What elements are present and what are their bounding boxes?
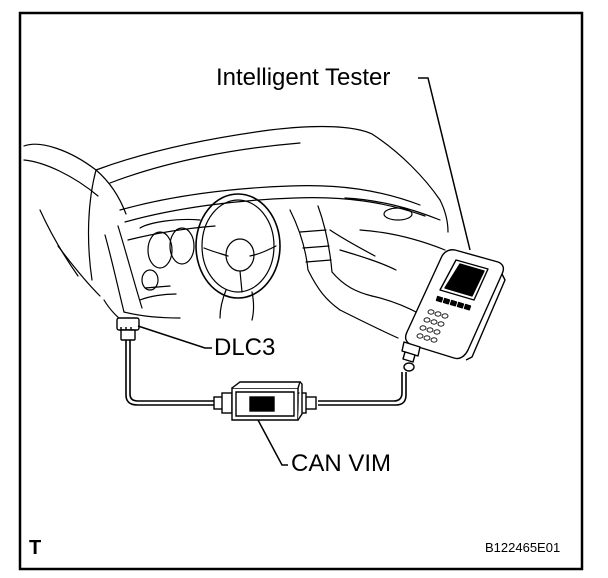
can-vim-module: [213, 381, 317, 421]
figure-border: [18, 11, 584, 571]
diagnostic-cables: [125, 340, 407, 406]
callout-leaders: [137, 77, 471, 466]
dlc3-connector: [116, 317, 140, 341]
corner-letter: T: [29, 537, 42, 559]
callout-intelligent-tester: Intelligent Tester: [216, 64, 391, 91]
callout-dlc3: DLC3: [214, 334, 276, 361]
vehicle-interior-illustration: [23, 125, 449, 339]
intelligent-tester-device: [401, 249, 506, 372]
callout-can-vim: CAN VIM: [291, 450, 392, 477]
figure-code: B122465E01: [485, 540, 561, 555]
